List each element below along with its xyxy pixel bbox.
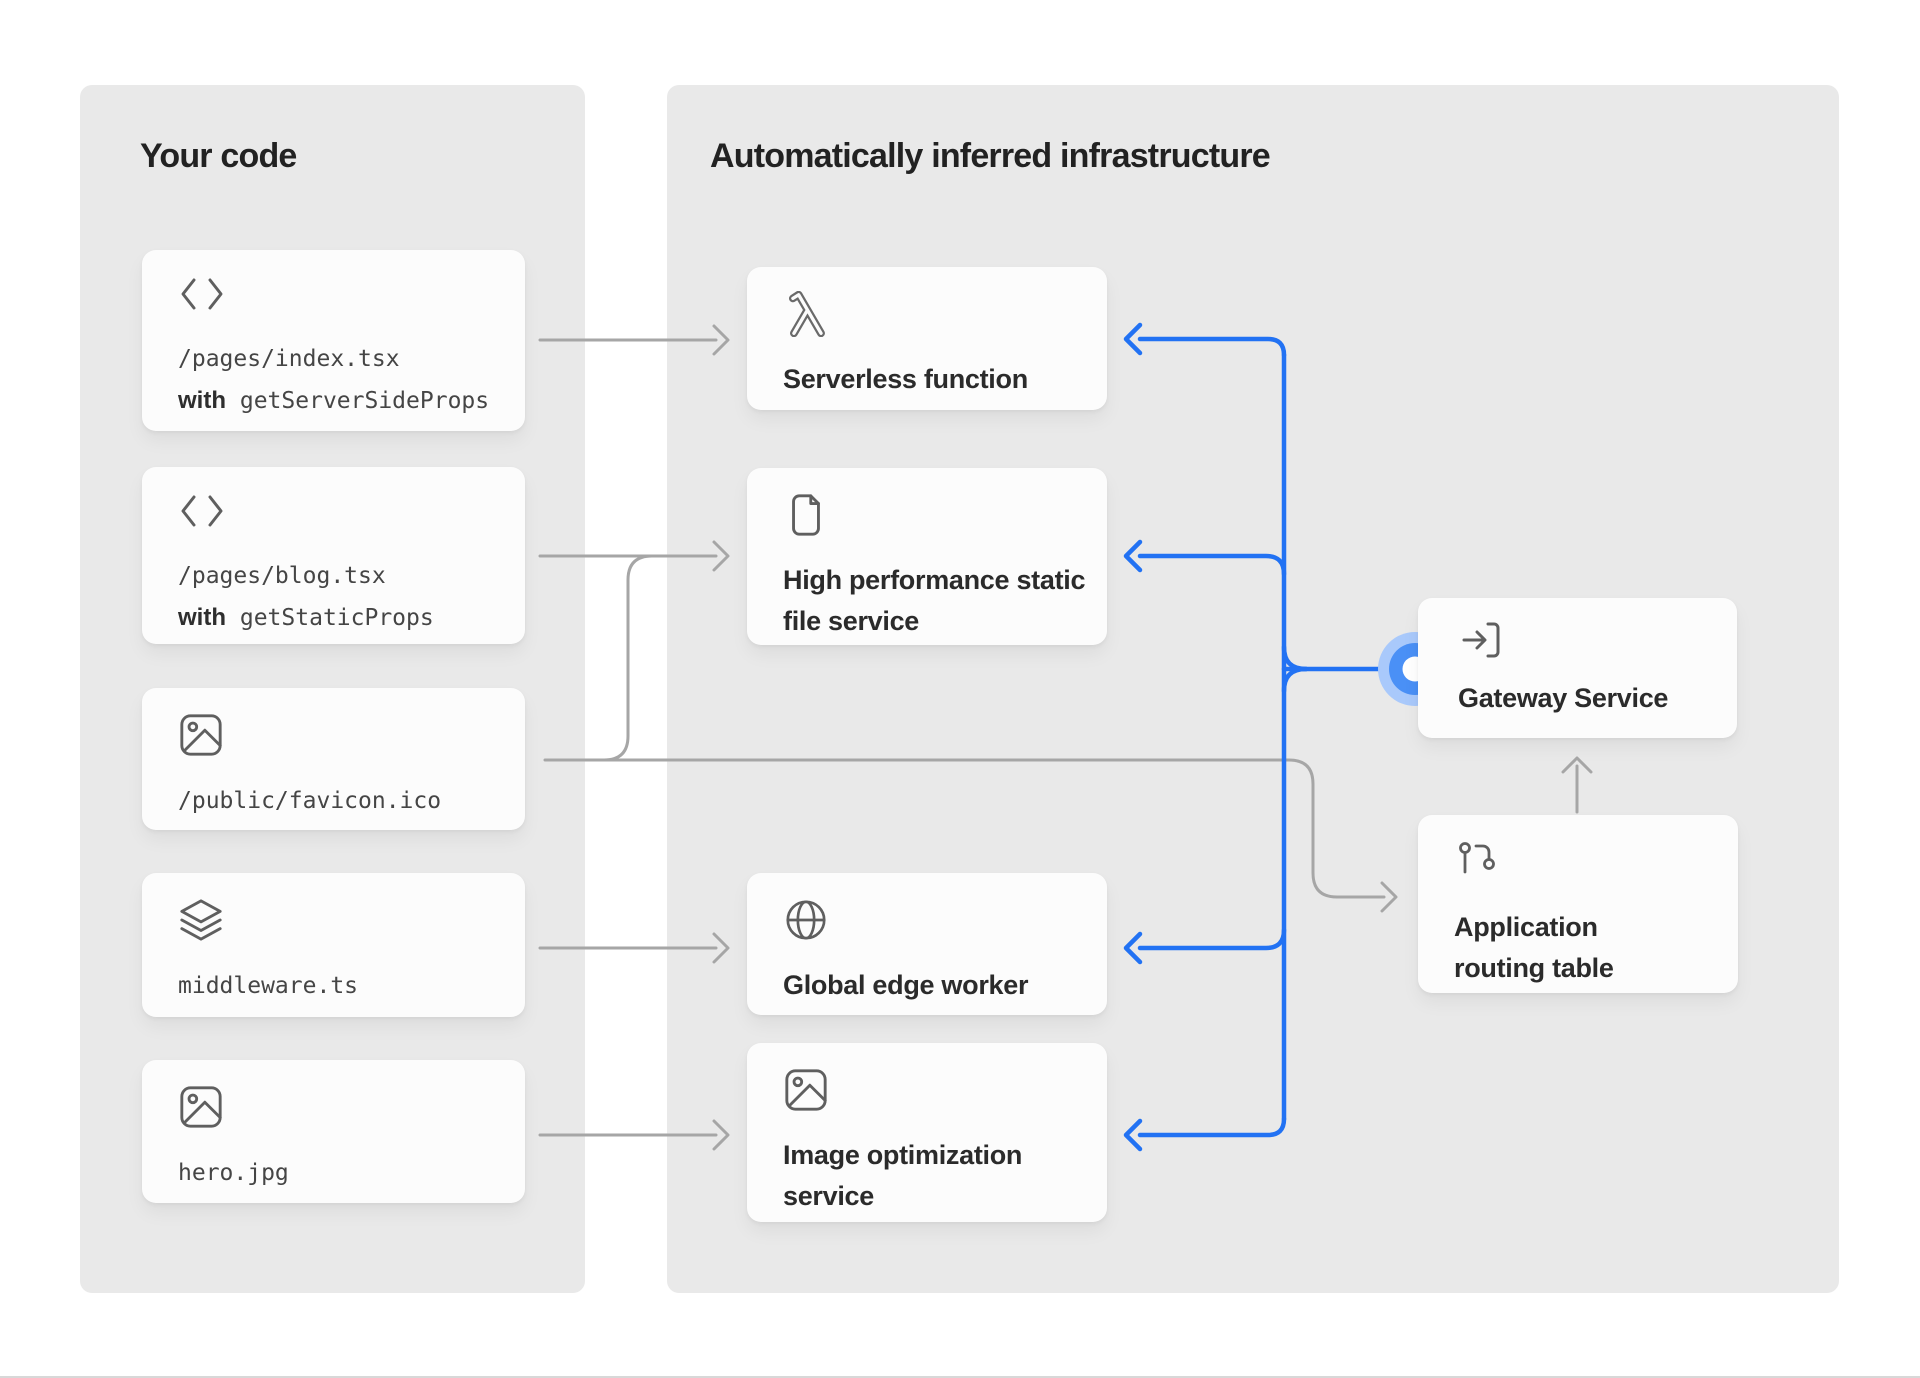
service-label: Image optimization service (783, 1140, 1023, 1211)
globe-icon (783, 897, 829, 943)
service-card-routing-table: Application routing table (1418, 815, 1738, 993)
service-card-serverless: Serverless function (747, 267, 1107, 410)
image-icon (783, 1067, 829, 1113)
service-label: Serverless function (783, 364, 1028, 394)
file-path: /pages/blog.tsx (178, 563, 386, 589)
file-path: hero.jpg (178, 1160, 289, 1186)
your-code-title: Your code (140, 137, 297, 175)
connector-routing-to-gateway (1561, 756, 1593, 814)
file-path: /public/favicon.ico (178, 788, 442, 814)
file-path: /pages/index.tsx (178, 346, 400, 372)
route-icon (1454, 839, 1502, 883)
image-icon (178, 712, 224, 758)
service-label: High performance static file service (783, 565, 1086, 636)
connector-middleware-to-edgeworker (538, 932, 730, 964)
service-card-edge-worker: Global edge worker (747, 873, 1107, 1015)
code-card-hero: hero.jpg (142, 1060, 525, 1203)
with-label: with (178, 604, 226, 631)
code-card-middleware: middleware.ts (142, 873, 525, 1017)
data-fetch-fn: getServerSideProps (239, 388, 490, 414)
file-icon (783, 492, 829, 538)
service-label: Gateway Service (1458, 683, 1669, 713)
lambda-icon (783, 291, 833, 337)
code-card-blog: /pages/blog.tsx with getStaticProps (142, 467, 525, 644)
service-label: Application routing table (1454, 912, 1614, 983)
layers-icon (178, 897, 224, 943)
connector-blog-to-static (538, 540, 730, 572)
file-path: middleware.ts (178, 973, 359, 999)
data-fetch-fn: getStaticProps (239, 605, 434, 631)
enter-icon (1458, 618, 1506, 662)
service-label: Global edge worker (783, 970, 1029, 1000)
connector-gateway-trunk (1123, 322, 1383, 1152)
code-icon (178, 274, 226, 314)
service-card-image-optimization: Image optimization service (747, 1043, 1107, 1222)
page-bottom-divider (0, 1376, 1920, 1378)
with-label: with (178, 387, 226, 414)
image-icon (178, 1084, 224, 1130)
code-icon (178, 491, 226, 531)
code-card-index: /pages/index.tsx with getServerSideProps (142, 250, 525, 431)
service-card-gateway: Gateway Service (1418, 598, 1737, 738)
connector-hero-to-imageopt (538, 1119, 730, 1151)
connector-favicon-branch-to-static (602, 554, 654, 762)
code-card-favicon: /public/favicon.ico (142, 688, 525, 830)
inferred-infrastructure-title: Automatically inferred infrastructure (710, 137, 1271, 175)
service-card-static-files: High performance static file service (747, 468, 1107, 645)
connector-favicon-to-routing (543, 758, 1398, 913)
connector-index-to-serverless (538, 324, 730, 356)
